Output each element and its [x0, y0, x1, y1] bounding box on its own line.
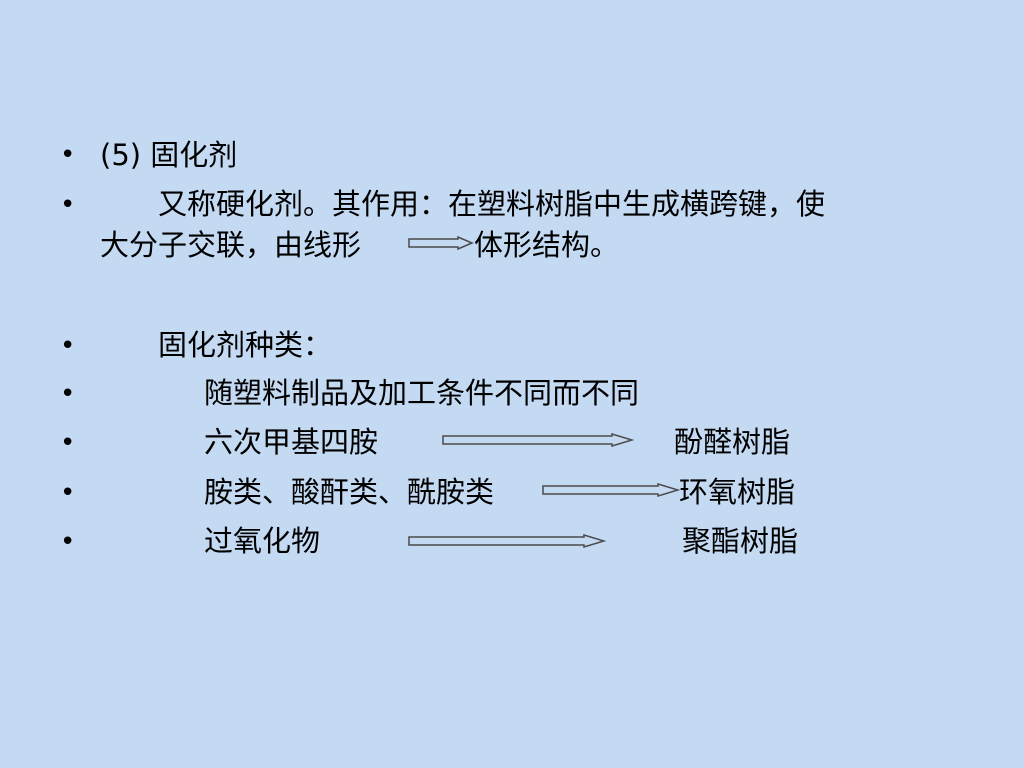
bullet-5: •: [60, 428, 76, 458]
resin-epoxy: 环氧树脂: [679, 475, 796, 509]
types-description: 随塑料制品及加工条件不同而不同: [204, 376, 640, 410]
definition-line-2b: 体形结构。: [474, 228, 620, 262]
agent-amines: 胺类、酸酐类、酰胺类: [204, 475, 495, 509]
bullet-3: •: [60, 331, 76, 361]
resin-phenolic: 酚醛树脂: [674, 425, 791, 459]
definition-line-2a: 大分子交联，由线形: [100, 228, 362, 262]
agent-peroxide: 过氧化物: [204, 524, 321, 558]
heading-curing-agent: (5) 固化剂: [100, 138, 238, 172]
definition-line-1: 又称硬化剂。其作用：在塑料树脂中生成横跨键，使: [158, 187, 826, 221]
arrow-icon: [408, 534, 606, 548]
types-heading: 固化剂种类：: [158, 328, 333, 362]
resin-polyester: 聚酯树脂: [682, 524, 799, 558]
bullet-7: •: [60, 527, 76, 557]
arrow-icon: [542, 483, 680, 497]
bullet-2: •: [60, 190, 76, 220]
arrow-icon: [442, 433, 634, 447]
bullet-4: •: [60, 379, 76, 409]
double-arrow-icon: [408, 236, 474, 250]
bullet-1: •: [60, 140, 76, 170]
bullet-6: •: [60, 478, 76, 508]
agent-hexamine: 六次甲基四胺: [204, 425, 379, 459]
